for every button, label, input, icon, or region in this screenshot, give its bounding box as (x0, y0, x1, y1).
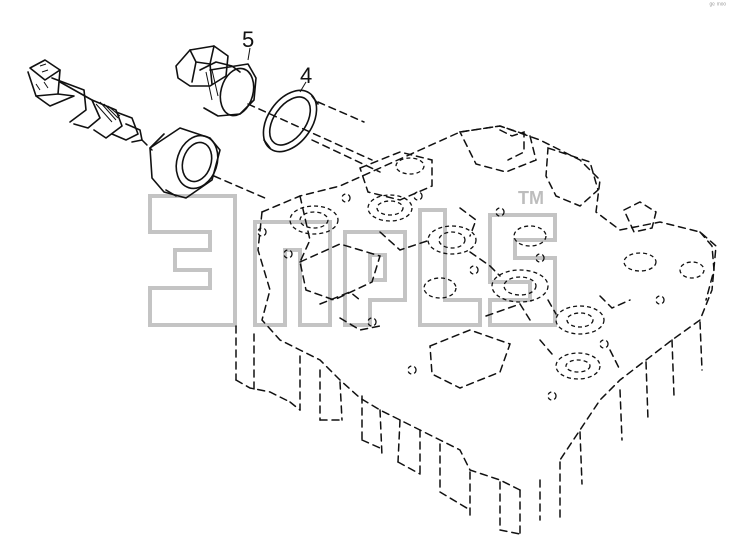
seal-ring (262, 89, 319, 153)
callout-part-4: 4 (300, 63, 313, 88)
sleeve-bushing (149, 127, 221, 199)
watermark-trademark: TM (518, 188, 544, 208)
temperature-sensor (27, 59, 143, 143)
cylinder-head (235, 125, 717, 535)
plug-bolt (175, 45, 257, 117)
watermark-logo (148, 194, 557, 327)
callout-part-5: 5 (242, 27, 255, 52)
corner-mark: ᵍᵉ ᵐᵒᵒ (709, 2, 726, 9)
alignment-lines (141, 47, 381, 199)
